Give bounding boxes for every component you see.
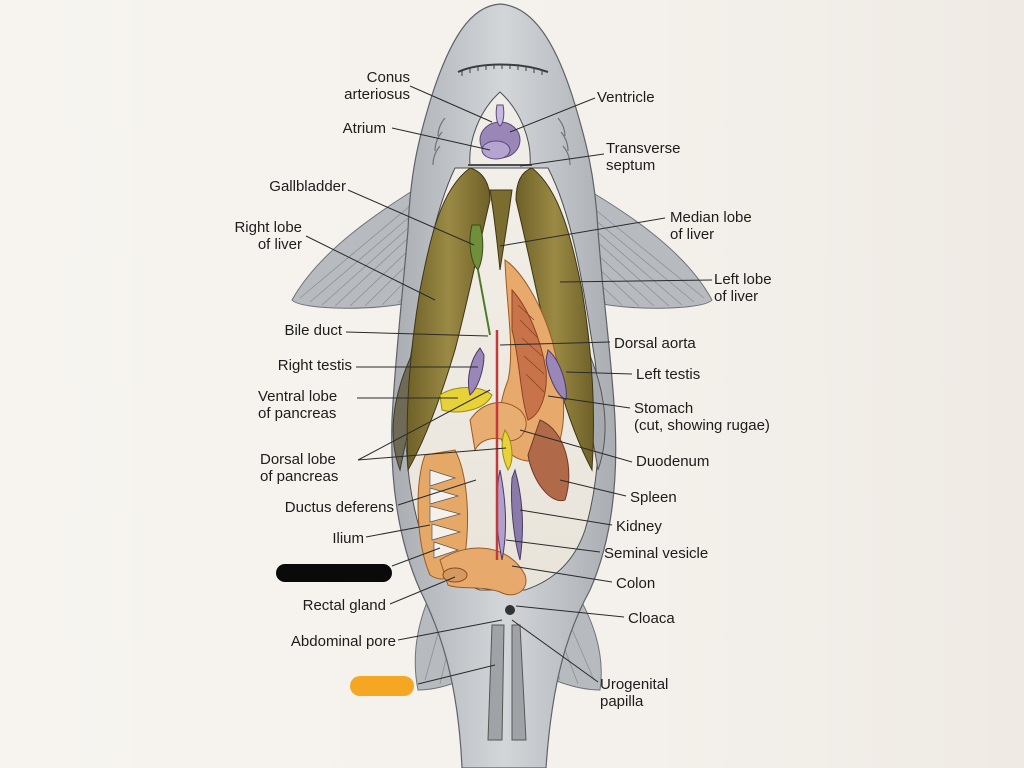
mouth	[457, 63, 549, 73]
label-bile-duct: Bile duct	[284, 322, 342, 339]
label-stomach: Stomach (cut, showing rugae)	[634, 400, 770, 434]
dorsal-lobe-of-pancreas	[501, 428, 513, 471]
label-conus-arteriosus: Conus arteriosus	[344, 69, 410, 103]
ventral-lobe-of-pancreas	[439, 387, 493, 413]
label-ventral-lobe-of-pancreas: Ventral lobe of pancreas	[258, 388, 338, 422]
gill-slits	[432, 117, 571, 166]
label-ductus-deferens: Ductus deferens	[284, 499, 394, 516]
label-dorsal-lobe-of-pancreas: Dorsal lobe of pancreas	[260, 451, 339, 485]
label-atrium: Atrium	[342, 120, 386, 137]
label-duodenum: Duodenum	[636, 453, 710, 470]
label-ventricle: Ventricle	[597, 89, 655, 106]
stomach-rugae	[511, 288, 547, 421]
label-median-lobe-of-liver: Median lobe of liver	[670, 209, 752, 243]
label-seminal-vesicle: Seminal vesicle	[604, 545, 709, 562]
label-left-lobe-of-liver: Left lobe of liver	[714, 271, 772, 305]
leader-lines	[305, 85, 713, 685]
label-cloaca: Cloaca	[628, 610, 675, 627]
label-rectal-gland: Rectal gland	[302, 597, 386, 614]
right-lobe-of-liver	[406, 167, 491, 472]
rectal-gland	[442, 567, 468, 583]
conus-arteriosus	[495, 104, 505, 127]
label-gallbladder: Gallbladder	[269, 178, 346, 195]
claspers	[487, 624, 527, 741]
label-ilium: Ilium	[332, 530, 364, 547]
label-dorsal-aorta: Dorsal aorta	[614, 335, 696, 352]
cloaca	[505, 605, 515, 615]
label-spleen: Spleen	[630, 489, 677, 506]
heart-atrium	[481, 140, 511, 160]
label-abdominal-pore: Abdominal pore	[290, 633, 396, 650]
label-left-testis: Left testis	[636, 366, 701, 383]
label-colon: Colon	[616, 575, 656, 592]
redaction-bar-black	[276, 564, 392, 582]
spleen	[527, 419, 570, 502]
label-urogenital-papilla: Urogenital papilla	[600, 676, 669, 710]
label-right-lobe-of-liver: Right lobe of liver	[234, 219, 302, 253]
right-testis	[467, 347, 485, 396]
left-testis	[545, 349, 567, 401]
label-transverse-septum: Transverse septum	[606, 140, 681, 174]
colon	[439, 547, 527, 596]
kidney	[510, 468, 523, 561]
gallbladder	[469, 224, 484, 271]
redaction-mark-orange	[350, 676, 414, 696]
left-lobe-of-liver	[515, 167, 595, 472]
label-right-testis: Right testis	[277, 357, 352, 374]
label-kidney: Kidney	[616, 518, 662, 535]
median-lobe-of-liver	[489, 189, 513, 271]
bile-duct	[477, 269, 491, 336]
